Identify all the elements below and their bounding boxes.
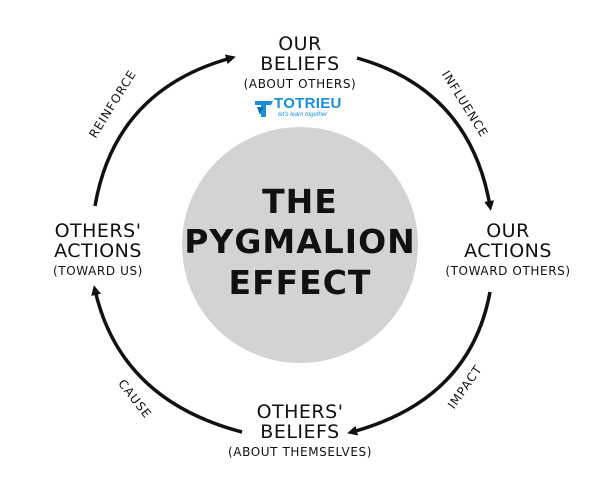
- node-our-actions: OUR ACTIONS (TOWARD OTHERS): [418, 220, 598, 278]
- arrow-influence: [356, 56, 495, 211]
- node-others-beliefs-line-2: BELIEFS: [260, 420, 340, 443]
- totrieu-logo-name: TOTRIEU: [274, 95, 342, 112]
- node-others-actions-line-1: OTHERS': [54, 220, 142, 242]
- center-circle: [182, 127, 418, 363]
- node-our-beliefs-line-1: OUR: [278, 33, 322, 55]
- node-our-actions-sub: (TOWARD OTHERS): [445, 263, 571, 278]
- arrow-cause: [91, 285, 243, 434]
- node-others-beliefs: OTHERS' BELIEFS (ABOUT THEMSELVES): [195, 401, 405, 459]
- node-others-actions: OTHERS' ACTIONS (TOWARD US): [18, 220, 178, 278]
- center-title-line-2: PYGMALION: [184, 222, 416, 262]
- node-others-actions-line-2: ACTIONS: [54, 239, 142, 262]
- node-our-actions-line-2: ACTIONS: [464, 239, 552, 262]
- node-our-beliefs: OUR BELIEFS (ABOUT OTHERS): [215, 33, 385, 91]
- node-our-actions-line-1: OUR: [486, 220, 530, 242]
- arrow-reinforce: [93, 54, 236, 207]
- node-others-actions-sub: (TOWARD US): [53, 263, 143, 278]
- arrow-impact: [347, 291, 492, 436]
- node-others-beliefs-line-1: OTHERS': [256, 401, 344, 423]
- totrieu-logo-mark-icon: [255, 101, 273, 117]
- node-our-beliefs-line-2: BELIEFS: [260, 52, 340, 75]
- center-title: THE PYGMALION EFFECT: [180, 182, 420, 303]
- totrieu-logo: TOTRIEU let's learn together: [254, 96, 354, 122]
- node-others-beliefs-sub: (ABOUT THEMSELVES): [227, 444, 373, 459]
- node-our-beliefs-sub: (ABOUT OTHERS): [243, 76, 357, 91]
- center-title-line-3: EFFECT: [228, 262, 372, 302]
- totrieu-logo-tagline: let's learn together: [278, 112, 328, 118]
- center-title-line-1: THE: [262, 182, 338, 221]
